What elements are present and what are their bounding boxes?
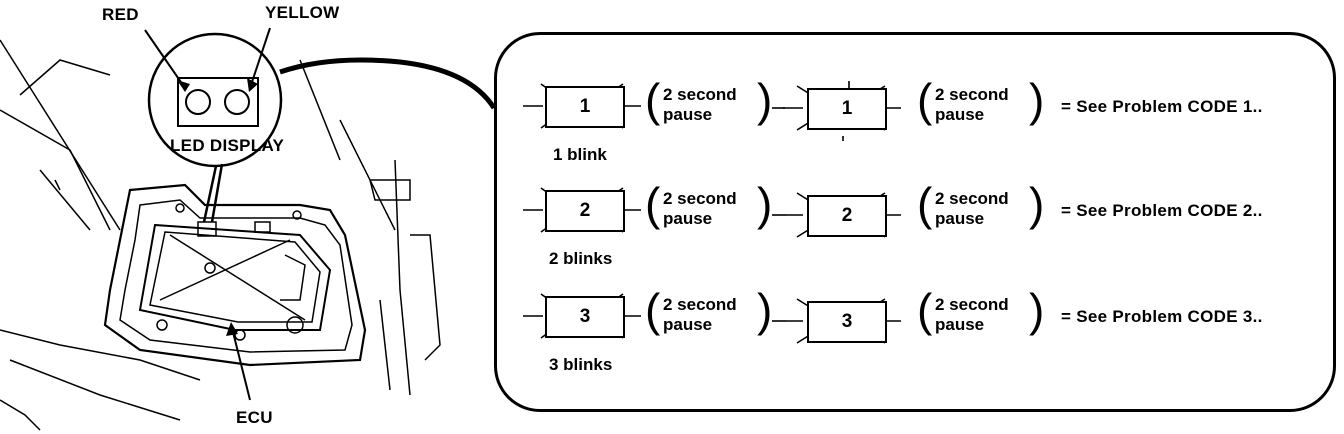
pause-line-2: pause — [935, 315, 985, 334]
pause-line-1: 2 second — [935, 85, 1009, 104]
led-blink-box: 2 — [807, 195, 887, 237]
pause-line-1: 2 second — [663, 295, 737, 314]
led-blink-box: 3 — [545, 296, 625, 338]
problem-code-result: = See Problem CODE 3.. — [1061, 307, 1263, 326]
pause-line-2: pause — [935, 209, 985, 228]
led-blink-box: 1 — [807, 88, 887, 130]
code-row-2: 2 2 blinks ( 2 second pause ) 2 ( 2 seco… — [497, 178, 1333, 275]
pause-line-1: 2 second — [935, 189, 1009, 208]
ecu-label: ECU — [236, 408, 273, 427]
led-blink-box: 2 — [545, 190, 625, 232]
pause-indicator: ( 2 second pause ) — [917, 178, 1045, 230]
led-blink-box: 1 — [545, 86, 625, 128]
blink-count-label: 1 blink — [553, 145, 607, 164]
pause-line-2: pause — [663, 209, 713, 228]
pause-indicator: ( 2 second pause ) — [917, 74, 1045, 126]
red-label: RED — [102, 5, 139, 24]
pause-line-1: 2 second — [935, 295, 1009, 314]
blink-count-label: 2 blinks — [549, 249, 613, 268]
led-blink-box: 3 — [807, 301, 887, 343]
problem-code-result: = See Problem CODE 2.. — [1061, 201, 1263, 220]
pause-line-1: 2 second — [663, 189, 737, 208]
pause-line-2: pause — [663, 315, 713, 334]
pause-indicator: ( 2 second pause ) — [645, 178, 773, 230]
pause-indicator: ( 2 second pause ) — [917, 284, 1045, 336]
pause-indicator: ( 2 second pause ) — [645, 74, 773, 126]
code-row-3: 3 3 blinks ( 2 second pause ) 3 ( 2 seco… — [497, 284, 1333, 381]
pause-line-2: pause — [935, 105, 985, 124]
led-display-label: LED DISPLAY — [170, 136, 285, 155]
pause-indicator: ( 2 second pause ) — [645, 284, 773, 336]
blink-code-panel: 1 1 blink ( 2 second pause ) 1 ( 2 secon… — [494, 32, 1336, 412]
blink-count-label: 3 blinks — [549, 355, 613, 374]
code-row-1: 1 1 blink ( 2 second pause ) 1 ( 2 secon… — [497, 74, 1333, 171]
problem-code-result: = See Problem CODE 1.. — [1061, 97, 1263, 116]
yellow-label: YELLOW — [265, 3, 340, 22]
pause-line-1: 2 second — [663, 85, 737, 104]
pause-line-2: pause — [663, 105, 713, 124]
